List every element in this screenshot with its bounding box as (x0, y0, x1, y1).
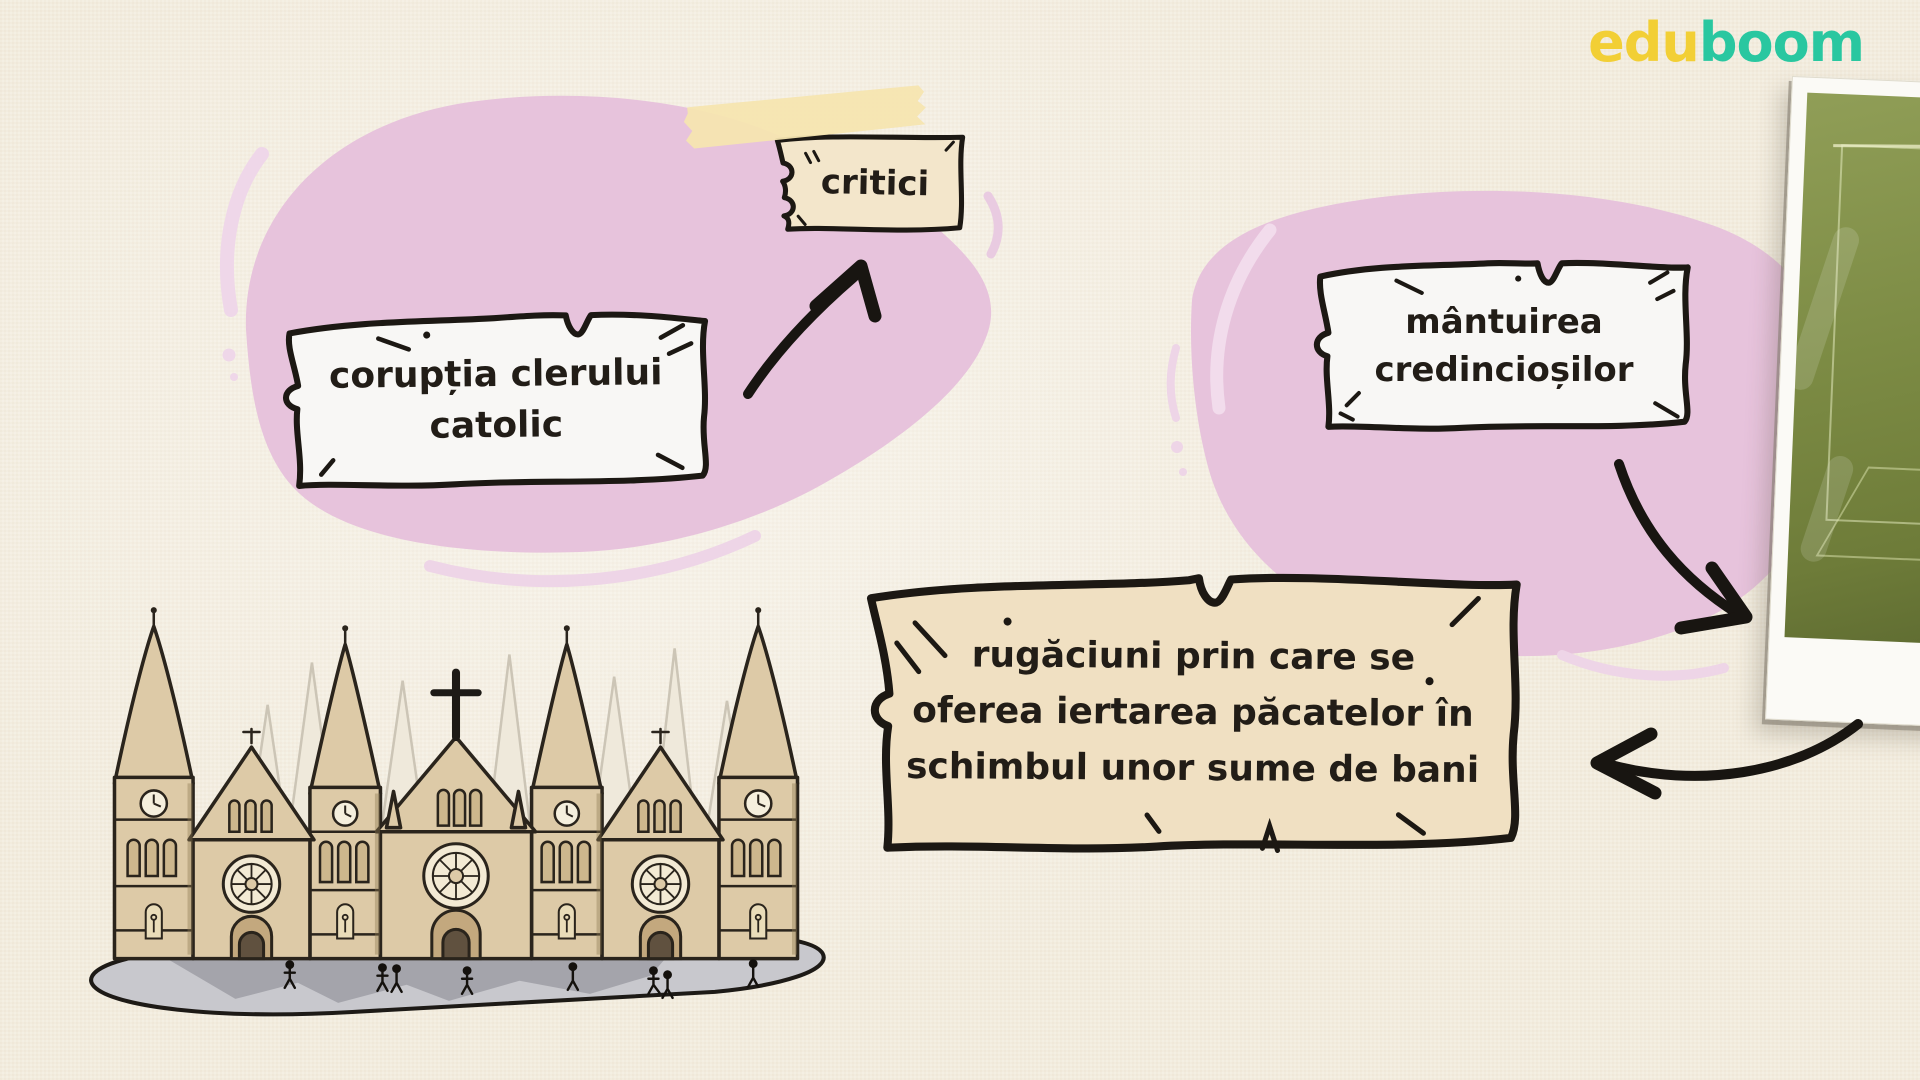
blob-accent-arc-small (983, 191, 1003, 259)
blob-accent-arc-left (219, 147, 269, 317)
note-corruption-card: corupția clerului catolic (267, 301, 725, 498)
note-text-line: mântuirea (1405, 301, 1603, 342)
blob-accent-dot (1179, 468, 1187, 476)
stick-figures (283, 959, 760, 1000)
note-text-line: catolic (429, 404, 564, 447)
rose-window (221, 842, 691, 914)
clock-icon (139, 789, 773, 827)
note-salvation-card: mântuirea credincioșilor (1300, 250, 1708, 438)
note-text-line: credincioșilor (1374, 350, 1634, 390)
pink-swoosh-left (424, 530, 761, 588)
blob-accent-dot (222, 348, 236, 362)
logo-boom: boom (1698, 11, 1865, 74)
note-text-line: corupția clerului (328, 352, 663, 397)
torn-paper-outline (774, 134, 966, 233)
note-critici-tag: critici (745, 122, 983, 245)
note-text-line: oferea iertarea păcatelor în (912, 690, 1474, 736)
blob-accent-dot (230, 373, 238, 381)
note-text-line: rugăciuni prin care se (971, 634, 1416, 679)
cathedral-illustration (89, 607, 826, 1017)
note-text-line: schimbul unor sume de bani (905, 745, 1480, 791)
photo-polaroid (1765, 76, 1920, 733)
eduboom-logo: eduboom (1588, 16, 1865, 70)
torn-paper-outline (866, 573, 1521, 853)
blob-accent-dot (1171, 441, 1183, 453)
pink-swoosh-right (1557, 650, 1729, 681)
note-text-line: critici (820, 161, 930, 205)
logo-edu: edu (1588, 11, 1700, 74)
photo-image (1784, 92, 1920, 649)
blob-accent-arc-right (1166, 344, 1180, 422)
cross-icon (430, 668, 482, 742)
torn-paper-outline (1313, 259, 1691, 432)
torn-paper-outline (283, 311, 709, 489)
note-indulgences-card: rugăciuni prin care se oferea iertarea p… (835, 558, 1551, 865)
blob-highlight-right (1210, 223, 1277, 415)
